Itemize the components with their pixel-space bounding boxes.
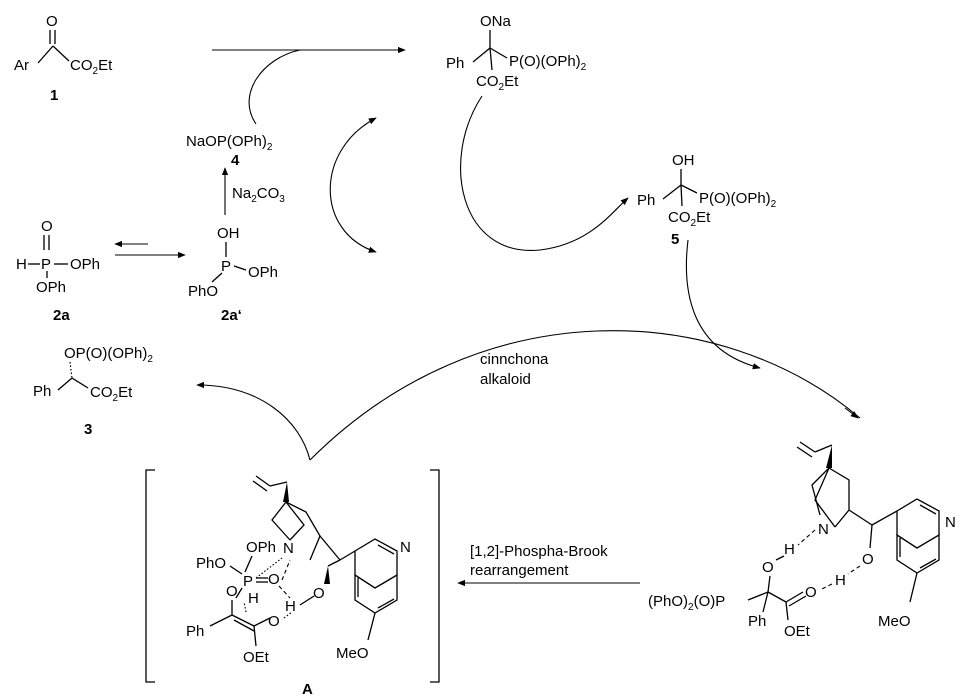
bridging-oxygen: O: [226, 583, 238, 600]
bicycle-nitrogen: N: [283, 540, 294, 557]
left-bracket: [145, 469, 155, 683]
phenyl: Ph: [33, 383, 51, 400]
catalyst-label-line1: cinnchona: [480, 351, 549, 368]
phenoxy-right: OPh: [248, 264, 278, 281]
ester-group: CO2Et: [476, 73, 519, 93]
compound-2a-prime: OH P OPh PhO 2a‘: [188, 225, 278, 324]
phenoxy-right: OPh: [70, 256, 100, 273]
catalyst-arc-to-3: [196, 381, 311, 461]
compound-3: OP(O)(OPh)2 Ph CO2Et 3: [33, 345, 153, 438]
catalyst-substrate-complex: N N O MeO H O H O (PhO)2(O)P Ph OEt: [648, 441, 956, 640]
sodium-alkoxide-intermediate: ONa Ph P(O)(OPh)2 CO2Et: [446, 13, 587, 93]
keto-oxygen: O: [46, 13, 58, 30]
catalyst-label-line2: alkaloid: [480, 371, 531, 388]
phosphorus: P: [41, 256, 51, 273]
hydrogen-2: H: [835, 572, 846, 589]
catalyst-arc: [309, 330, 861, 461]
hydroxyl: OH: [672, 152, 695, 169]
phosphate-group: OP(O)(OPh)2: [64, 345, 153, 365]
compound-label-5: 5: [671, 231, 679, 248]
catalyst-arc-head-right: [844, 407, 859, 419]
sodium-phosphite: NaOP(OPh)2: [186, 133, 273, 153]
phosphorus: P: [221, 258, 231, 275]
ether-oxygen: O: [862, 551, 874, 568]
phosphonate-group: (PhO)2(O)P: [648, 593, 725, 613]
ether-oxygen: O: [313, 585, 325, 602]
phosphoryl-oxygen: O: [268, 571, 280, 588]
phosphonate-group: P(O)(OPh)2: [509, 53, 587, 73]
ester-group: CO2Et: [668, 209, 711, 229]
enol-oxygen: O: [268, 613, 280, 630]
compound-4: NaOP(OPh)2 4: [186, 133, 273, 169]
rearrangement-label-line1: [1,2]-Phospha-Brook: [470, 543, 608, 560]
rearrangement-label-line2: rearrangement: [470, 562, 569, 579]
curved-arrow-5-to-complex: [685, 239, 761, 370]
methoxy: MeO: [878, 613, 911, 630]
curved-arrow-reagent-in: [248, 49, 301, 125]
bicycle-nitrogen: N: [818, 521, 829, 538]
transition-state-A: N N O MeO PhO OPh P O H H O: [145, 469, 440, 698]
quinoline-nitrogen: N: [945, 514, 956, 531]
quinoline-nitrogen: N: [400, 539, 411, 556]
hydrogen: H: [16, 256, 27, 273]
compound-label-4: 4: [231, 152, 240, 169]
ethoxy: OEt: [784, 623, 811, 640]
phenyl: Ph: [748, 613, 766, 630]
phenoxy-bottom: OPh: [36, 279, 66, 296]
compound-label-1: 1: [50, 87, 58, 104]
phenoxy-left: PhO: [188, 283, 218, 300]
compound-2a: O H P OPh OPh 2a: [16, 218, 100, 324]
base-reagent: Na2CO3: [232, 185, 285, 205]
hydrogen-1: H: [784, 541, 795, 558]
compound-label-2a: 2a: [53, 307, 70, 324]
compound-label-2a-prime: 2a‘: [221, 307, 242, 324]
compound-label-3: 3: [84, 421, 92, 438]
ester-group: CO2Et: [90, 384, 133, 404]
phenoxy-top: OPh: [246, 539, 276, 556]
hydrogen-1: H: [248, 590, 259, 607]
compound-1: Ar O CO2Et 1: [14, 13, 113, 104]
phenyl: Ph: [186, 623, 204, 640]
methoxy: MeO: [336, 645, 369, 662]
right-bracket: [430, 469, 440, 683]
phenyl: Ph: [446, 55, 464, 72]
hydroxyl: OH: [217, 225, 240, 242]
carbonyl-oxygen: O: [805, 584, 817, 601]
ester-group: CO2Et: [70, 57, 113, 77]
phenyl: Ph: [637, 192, 655, 209]
compound-5: OH Ph P(O)(OPh)2 CO2Et 5: [637, 152, 777, 248]
sodium-oxide: ONa: [480, 13, 512, 30]
phosphorus: P: [243, 573, 253, 590]
hydrogen-2: H: [285, 598, 296, 615]
aryl-group: Ar: [14, 57, 29, 74]
curved-arrow-left: [329, 117, 377, 253]
phenoxy-left: PhO: [196, 555, 226, 572]
compound-label-A: A: [302, 681, 313, 698]
hydroxy-oxygen: O: [762, 559, 774, 576]
curved-arrow-right: [460, 95, 629, 251]
ethoxy: OEt: [243, 649, 270, 666]
phosphonate-group: P(O)(OPh)2: [699, 190, 777, 210]
phosphoryl-oxygen: O: [41, 218, 53, 235]
